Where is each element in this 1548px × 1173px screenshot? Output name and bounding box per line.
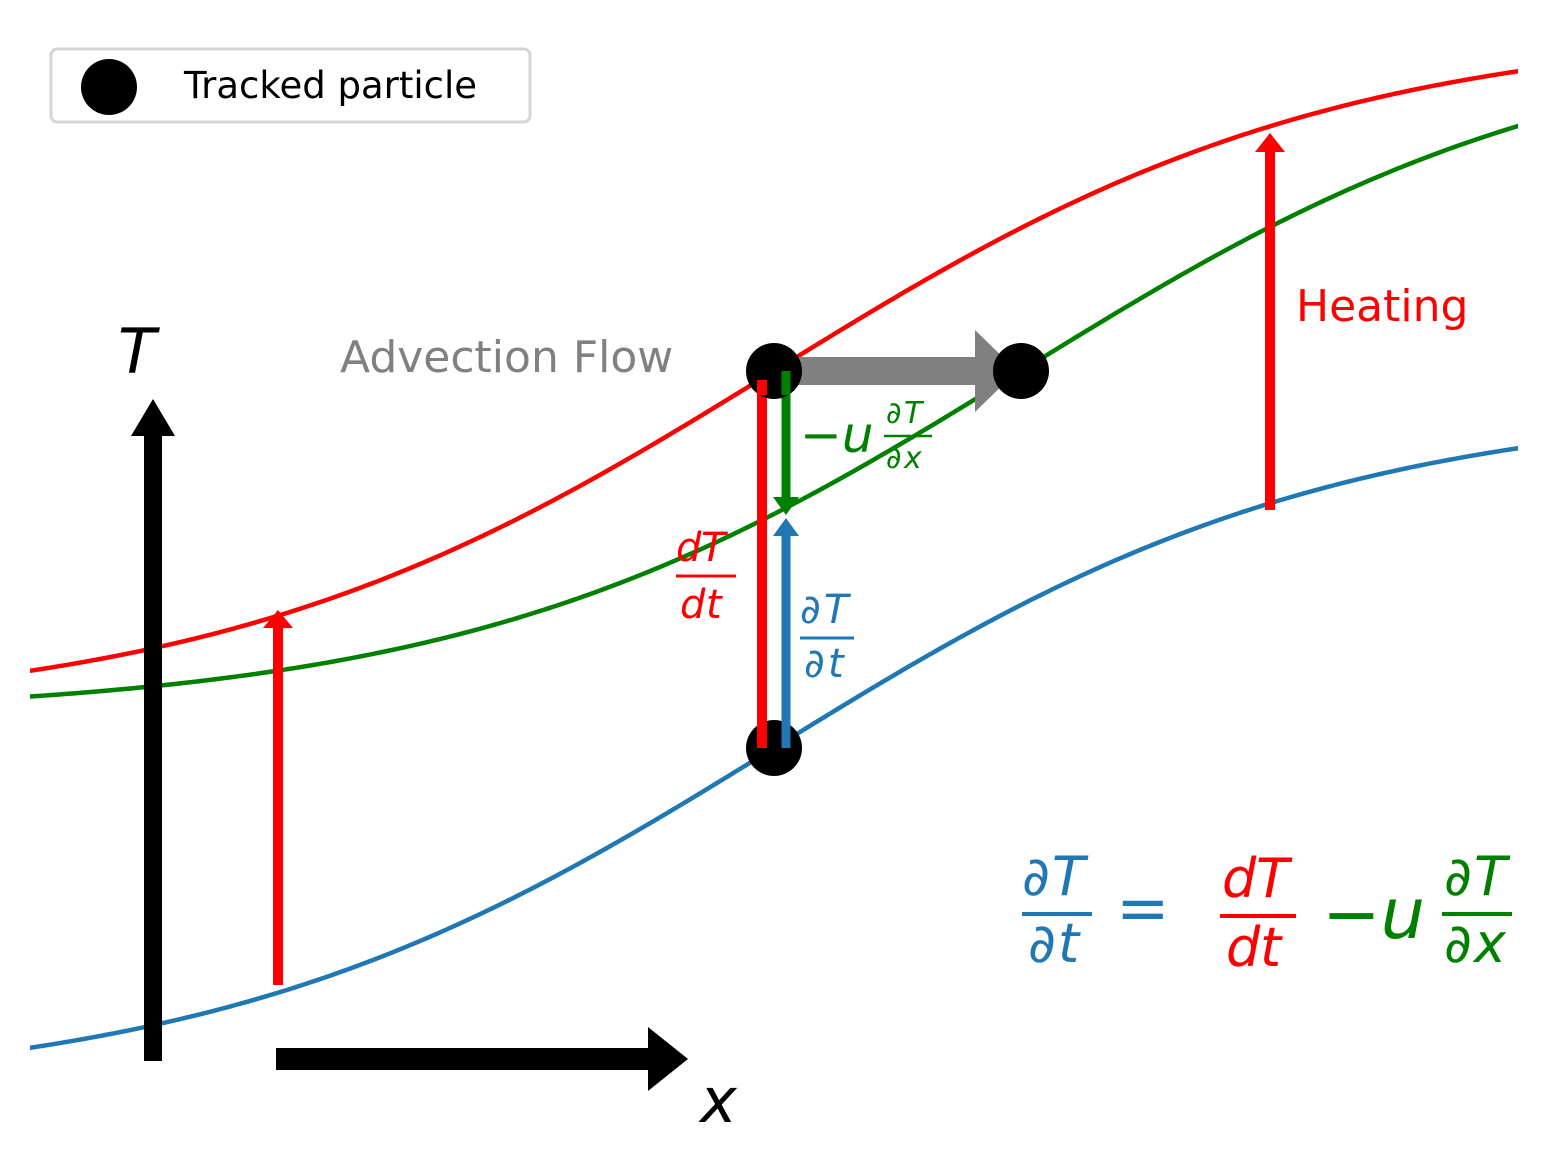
svg-text:d: d [1226, 916, 1261, 979]
x-axis-label: x [698, 1064, 738, 1137]
svg-text:d: d [1222, 847, 1257, 910]
label-partialT-partialt: ∂ T ∂ t [800, 587, 854, 687]
local-derivative-arrow [773, 518, 799, 748]
svg-text:∂: ∂ [1444, 845, 1472, 908]
svg-text:∂: ∂ [804, 641, 825, 687]
svg-text:−u: −u [800, 406, 874, 464]
heating-label: Heating [1296, 281, 1468, 332]
svg-text:t: t [706, 582, 723, 628]
equation-lhs: ∂ T ∂ t [1022, 845, 1092, 975]
svg-text:t: t [1260, 916, 1283, 979]
legend: Tracked particle [49, 47, 532, 124]
label-dT-dt: d T d t [676, 525, 736, 628]
particle-dot-shifted [993, 343, 1049, 399]
svg-text:T: T [904, 396, 925, 431]
svg-text:∂: ∂ [1444, 912, 1472, 975]
heating-arrow-left [263, 610, 293, 985]
svg-text:d: d [676, 525, 702, 571]
svg-text:∂: ∂ [1022, 845, 1050, 908]
advection-label: Advection Flow [340, 332, 673, 383]
equation-total: d T d t [1220, 847, 1296, 979]
equation-advection: −u ∂ T ∂ x [1322, 845, 1512, 975]
t-axis-arrow [131, 399, 175, 1061]
svg-text:x: x [1472, 912, 1507, 975]
svg-text:x: x [903, 441, 922, 476]
svg-text:∂: ∂ [1028, 912, 1056, 975]
svg-text:∂: ∂ [800, 587, 821, 633]
heating-arrow-right [1255, 133, 1285, 510]
particle-dot-upper [746, 343, 802, 399]
legend-marker [81, 59, 137, 115]
svg-text:T: T [1474, 845, 1511, 908]
legend-label: Tracked particle [183, 64, 477, 107]
svg-text:t: t [828, 641, 845, 687]
equation: ∂ T ∂ t = d T d t −u ∂ T ∂ x [1022, 845, 1512, 979]
label-advection-term: −u ∂ T ∂ x [800, 396, 932, 476]
equation-equals: = [1116, 872, 1170, 946]
t-axis-label: T [118, 315, 160, 388]
svg-text:∂: ∂ [886, 441, 902, 476]
svg-text:T: T [824, 587, 852, 633]
svg-text:t: t [1058, 912, 1081, 975]
svg-text:d: d [680, 582, 706, 628]
svg-text:∂: ∂ [886, 396, 902, 431]
total-derivative-arrow [750, 367, 774, 748]
x-axis-arrow [276, 1027, 688, 1091]
svg-text:T: T [1256, 847, 1293, 910]
particle-dot-lower [746, 720, 802, 776]
green-curve [30, 123, 1518, 699]
svg-text:T: T [1052, 845, 1089, 908]
svg-text:−u: −u [1322, 873, 1425, 955]
svg-text:T: T [701, 525, 729, 571]
